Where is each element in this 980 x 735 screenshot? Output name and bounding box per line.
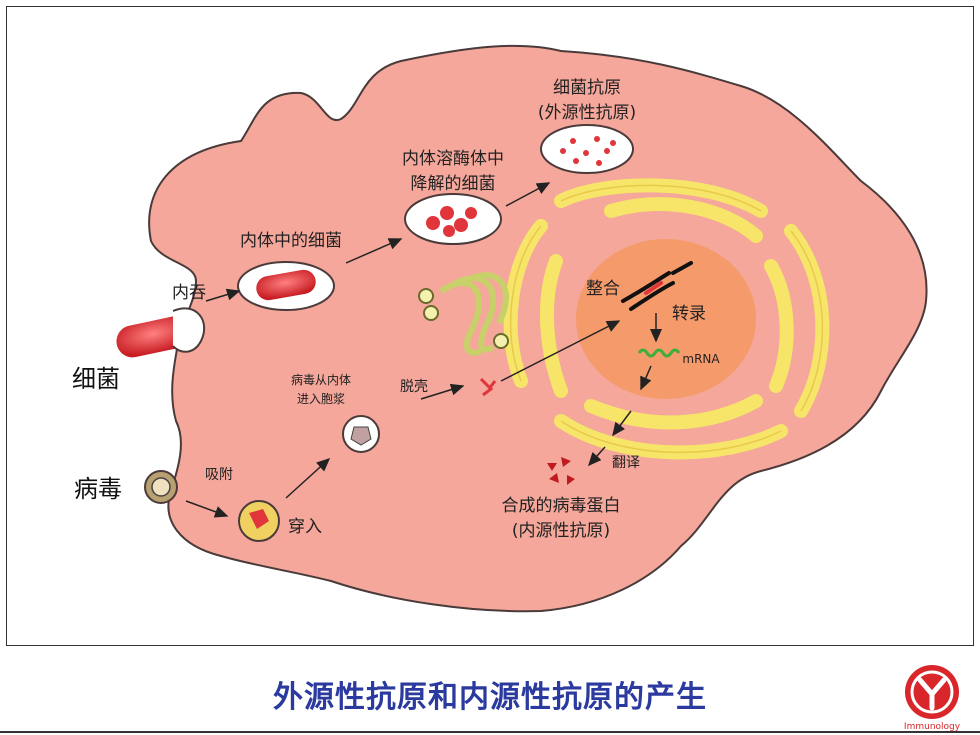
attached-virus — [238, 500, 280, 542]
label-bact-antigen-line2: (外源性抗原) — [538, 103, 636, 123]
endosome-virus — [342, 415, 380, 453]
bottom-rule — [0, 731, 980, 733]
label-virus: 病毒 — [74, 475, 122, 503]
label-degraded-line1: 内体溶酶体中 — [402, 149, 504, 169]
antigen-diagram: 内吞 内体中的细菌 内体溶酶体中 降解的细菌 细菌抗原 (外源性抗原) 细菌 病… — [72, 44, 928, 613]
label-virus-to-cytosol-line1: 病毒从内体 — [291, 372, 351, 387]
virus-particle — [144, 470, 178, 504]
antigen-vesicle — [540, 124, 634, 174]
label-adsorption: 吸附 — [205, 467, 233, 483]
label-transcription: 转录 — [672, 304, 706, 324]
mrna-strand — [637, 348, 681, 358]
label-phagocytosis: 内吞 — [172, 283, 206, 303]
label-degraded-line2: 降解的细菌 — [411, 174, 496, 194]
endolysosome — [404, 193, 502, 245]
nucleus — [576, 239, 756, 399]
label-viral-protein-line2: (内源性抗原) — [512, 521, 610, 541]
diagram-frame: 内吞 内体中的细菌 内体溶酶体中 降解的细菌 细菌抗原 (外源性抗原) 细菌 病… — [6, 6, 974, 646]
dna-strand — [621, 261, 693, 311]
label-translation: 翻译 — [612, 455, 640, 471]
golgi-apparatus — [418, 272, 509, 356]
endosome-bacteria — [237, 261, 335, 311]
viral-proteins — [547, 457, 575, 485]
label-virus-to-cytosol-line2: 进入胞浆 — [297, 391, 345, 406]
label-integration: 整合 — [586, 279, 620, 299]
bacterium — [116, 316, 191, 358]
label-viral-protein-line1: 合成的病毒蛋白 — [502, 496, 621, 516]
process-arrows — [185, 182, 662, 518]
label-penetration: 穿入 — [288, 517, 322, 537]
page-title: 外源性抗原和内源性抗原的产生 — [273, 680, 707, 715]
viral-genome — [479, 377, 497, 397]
logo-text: Immunology — [904, 722, 961, 732]
label-bact-antigen-line1: 细菌抗原 — [553, 78, 621, 98]
immunology-logo: Immunology — [904, 665, 961, 732]
label-bacteria-in-endosome: 内体中的细菌 — [240, 231, 342, 251]
label-bacteria: 细菌 — [72, 365, 120, 393]
phagocytosis-pocket — [172, 307, 206, 353]
label-uncoating: 脱壳 — [400, 378, 428, 395]
label-mrna: mRNA — [682, 352, 720, 366]
